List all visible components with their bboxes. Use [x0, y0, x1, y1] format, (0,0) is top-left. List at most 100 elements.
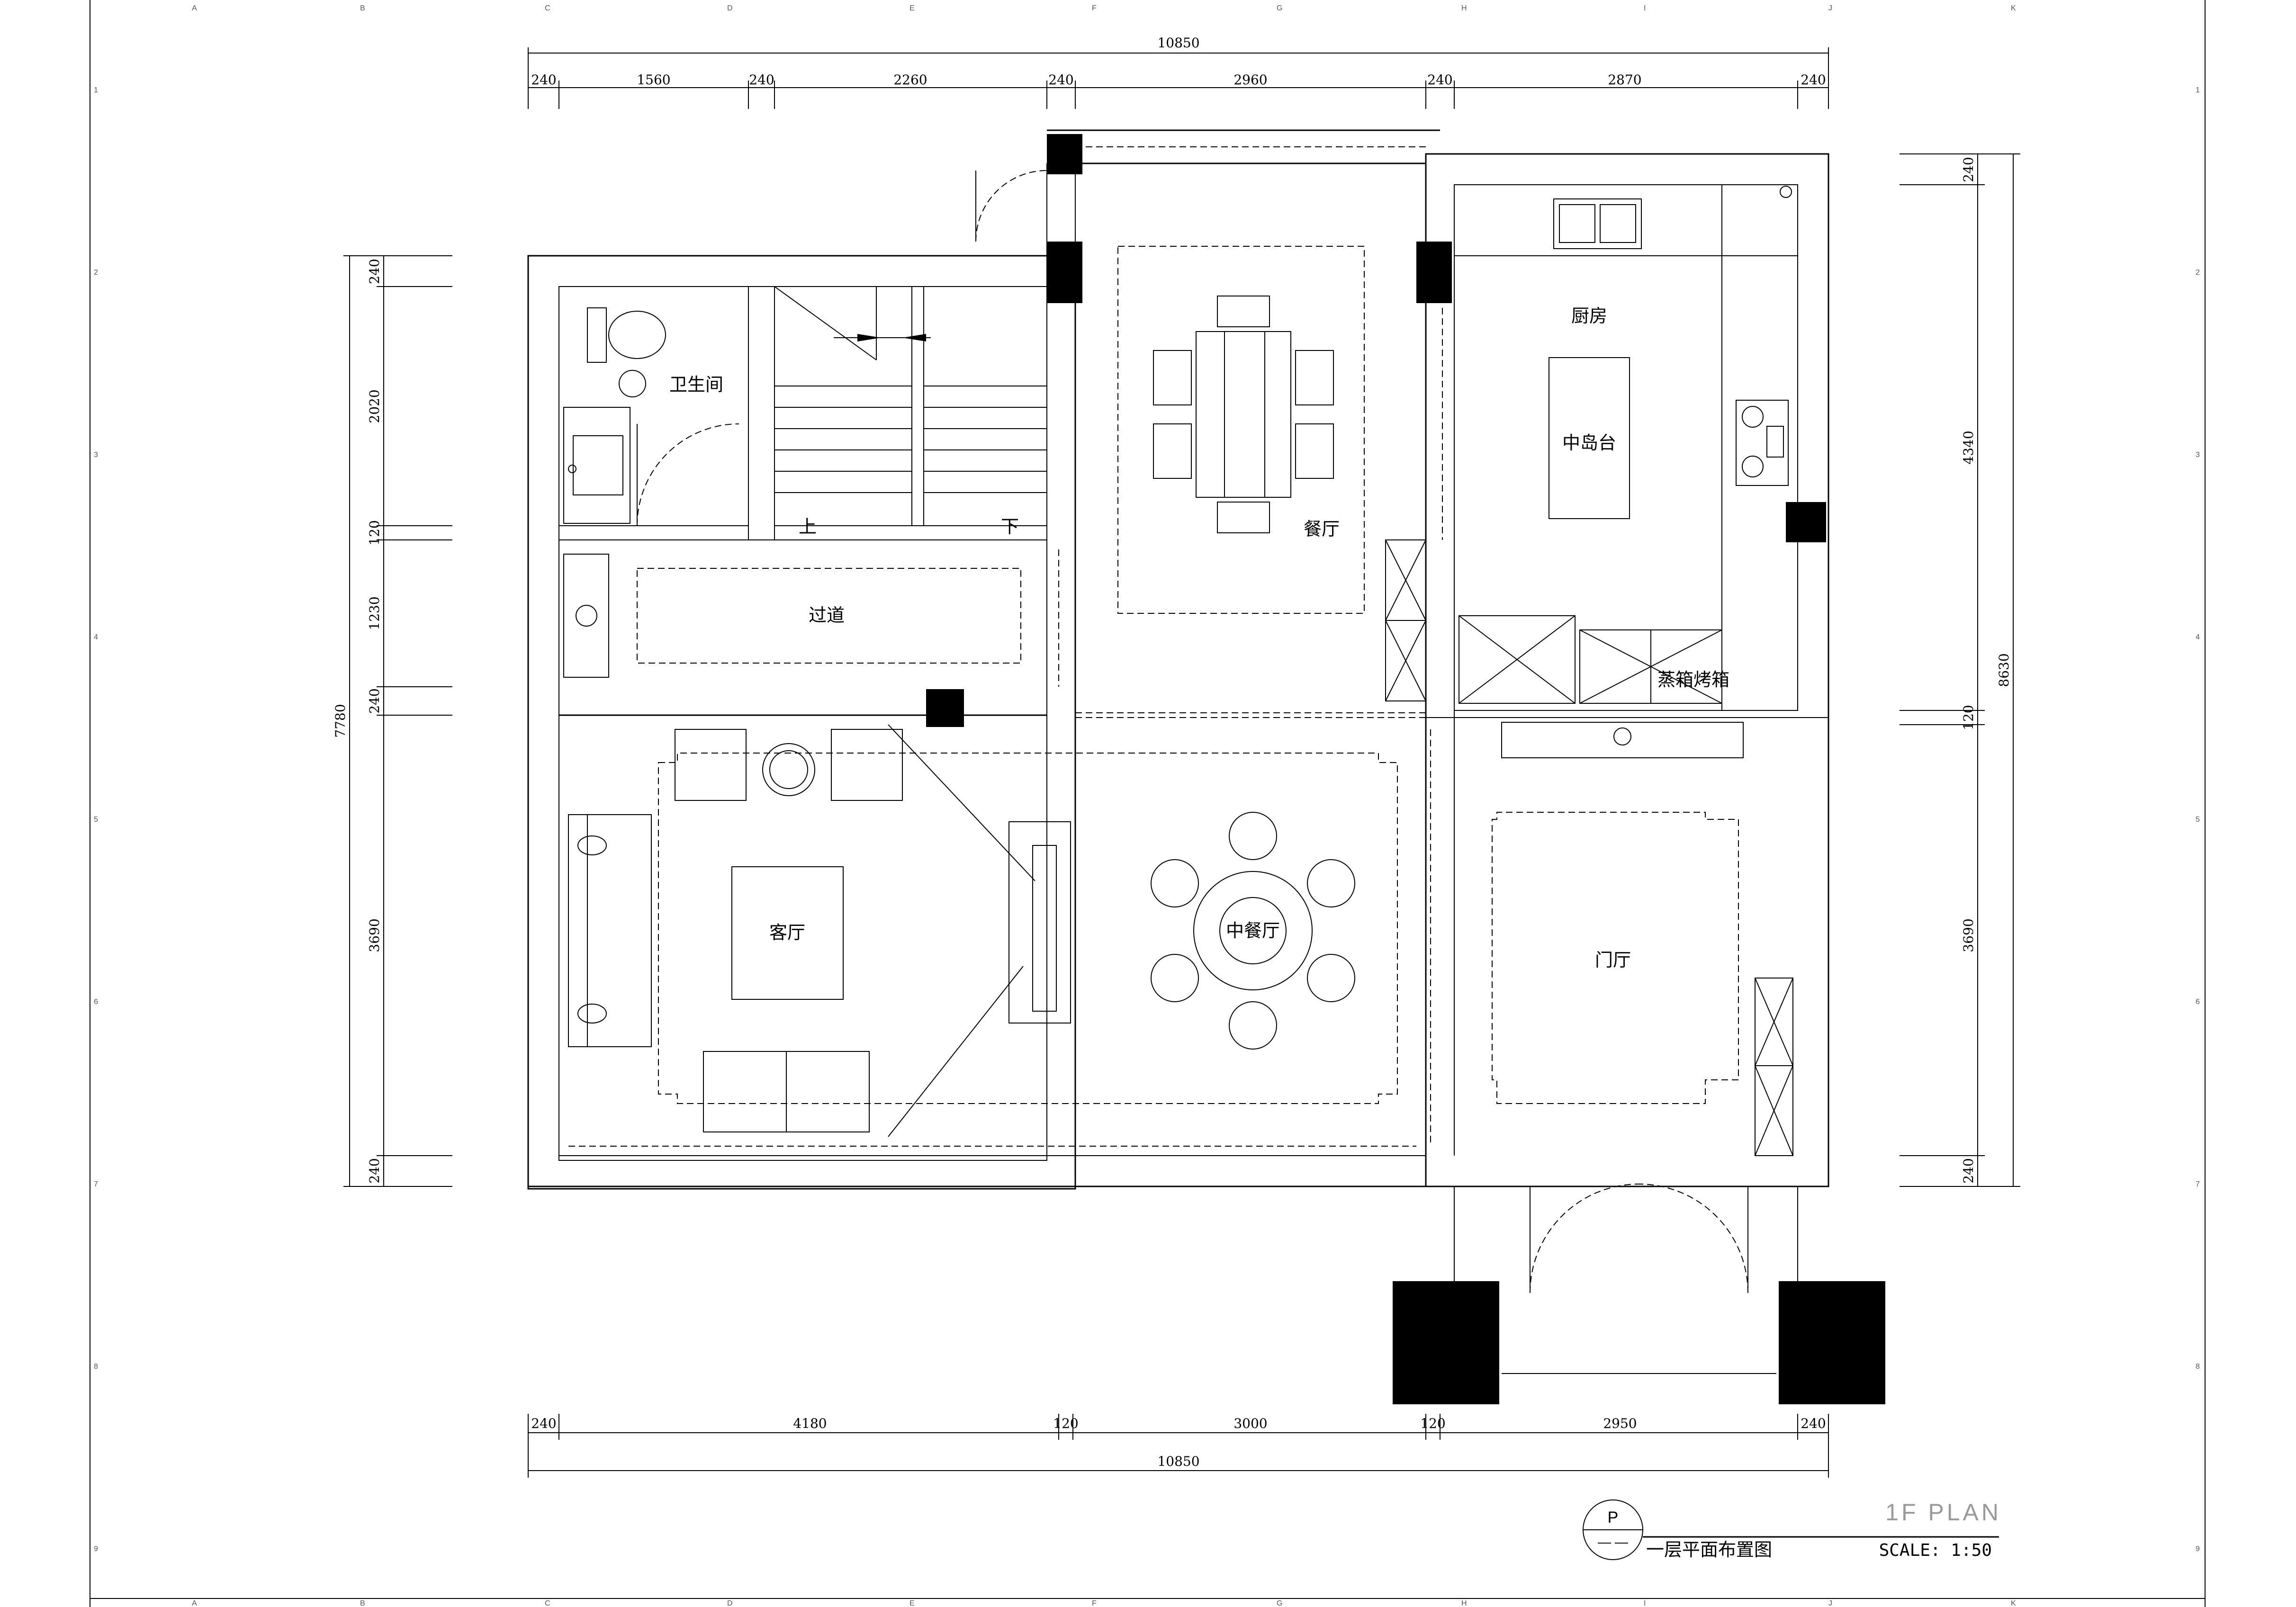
- dim-left: 1230: [367, 596, 382, 630]
- dim-bottom: 120: [1420, 1416, 1445, 1431]
- steam-oven-label: 蒸箱烤箱: [1657, 669, 1729, 690]
- dining-label: 餐厅: [1304, 519, 1340, 539]
- symbol-letter: P: [1608, 1508, 1619, 1526]
- grid-row-labels-right: 1 2 3 4 5 6 7 8 9: [2196, 86, 2200, 1553]
- grid-col-label: D: [727, 4, 733, 12]
- right-dimension-chain: 240 4340 120 3690 240 8630: [1900, 153, 2020, 1187]
- foyer-rug: [1492, 812, 1739, 1104]
- toilet-bowl: [608, 311, 666, 359]
- column-block: [1047, 242, 1082, 303]
- sheet-frame: [90, 0, 2206, 1607]
- column-block: [1779, 1281, 1885, 1404]
- column-block: [1047, 134, 1082, 174]
- title-chinese: 一层平面布置图: [1646, 1539, 1772, 1560]
- grid-row-label: 5: [2196, 816, 2200, 824]
- dim-left: 240: [367, 688, 382, 713]
- bathroom-fixtures: [563, 307, 666, 524]
- grid-row-label: 1: [94, 86, 98, 94]
- stair-arrow-icon: [857, 334, 881, 341]
- side-table: [762, 743, 815, 796]
- dim-right: 120: [1961, 705, 1976, 730]
- chair: [1307, 954, 1355, 1002]
- living-room: 客厅: [568, 724, 1398, 1137]
- staircase: 上 下: [774, 286, 1047, 537]
- grid-row-label: 7: [94, 1180, 98, 1188]
- dim-bottom: 240: [531, 1416, 556, 1431]
- left-dimension-chain: 240 2020 120 1230 240 3690 240 7780: [333, 255, 452, 1187]
- bottom-dimension-chain: 240 4180 120 3000 120 2950 240 10850: [528, 1414, 1829, 1478]
- grid-col-label: G: [1277, 1599, 1282, 1607]
- grid-col-label: K: [2011, 4, 2016, 12]
- dim-right: 4340: [1961, 431, 1976, 464]
- dining-table: [1196, 331, 1291, 498]
- grid-row-label: 1: [2196, 86, 2200, 94]
- chair: [1151, 859, 1199, 907]
- title-english: 1F PLAN: [1885, 1499, 2001, 1526]
- stair-arrow-icon: [902, 334, 926, 341]
- doors: [637, 170, 1748, 1293]
- grid-col-label: K: [2011, 1599, 2016, 1607]
- vanity: [563, 407, 630, 524]
- grid-col-label: A: [192, 4, 197, 12]
- scale-label: SCALE: 1:50: [1879, 1541, 1992, 1560]
- dim-top: 2260: [893, 72, 927, 88]
- shoe-cabinet: [1755, 978, 1793, 1156]
- structural-columns: [926, 134, 1885, 1404]
- symbol-mark: — —: [1598, 1535, 1628, 1549]
- grid-col-label: H: [1461, 1599, 1467, 1607]
- kitchen-island: [1549, 357, 1630, 519]
- grid-row-labels-left: 1 2 3 4 5 6 7 8 9: [94, 86, 98, 1553]
- dim-top: 240: [1801, 72, 1826, 88]
- tv-cabinet: [1008, 821, 1071, 1023]
- dim-top: 240: [531, 72, 556, 88]
- grid-row-label: 7: [2196, 1180, 2200, 1188]
- dim-left: 240: [367, 259, 382, 284]
- round-table: [1193, 871, 1313, 990]
- foyer-label: 门厅: [1595, 950, 1631, 970]
- corridor: 过道: [563, 554, 1021, 678]
- corridor-rug: [637, 568, 1021, 664]
- grid-col-label: D: [727, 1599, 733, 1607]
- grid-col-label: C: [545, 4, 550, 12]
- dim-right: 240: [1961, 1158, 1976, 1183]
- dim-left: 2020: [367, 389, 382, 423]
- grid-col-label: F: [1092, 4, 1097, 12]
- tall-cabinet: [1459, 615, 1576, 704]
- dining-chair: [1295, 350, 1334, 405]
- grid-col-label: B: [360, 1599, 365, 1607]
- grid-row-label: 6: [94, 998, 98, 1006]
- grid-col-label: G: [1277, 4, 1282, 12]
- grid-row-label: 2: [94, 269, 98, 277]
- sink: [1553, 198, 1642, 249]
- column-block: [1393, 1281, 1499, 1404]
- dim-top: 2960: [1234, 72, 1267, 88]
- bathroom-label: 卫生间: [669, 374, 723, 395]
- kitchen-counter-side: [1721, 184, 1798, 711]
- armchair: [675, 729, 747, 801]
- chinese-dining-label: 中餐厅: [1226, 920, 1280, 941]
- chair: [1229, 812, 1277, 860]
- column-block: [926, 689, 964, 727]
- dining-chair: [1295, 423, 1334, 479]
- kitchen-label: 厨房: [1571, 305, 1607, 326]
- column-block: [1416, 242, 1452, 303]
- title-block: P — — 1F PLAN 一层平面布置图 SCALE: 1:50: [1583, 1499, 2001, 1560]
- column-block: [1786, 502, 1826, 542]
- toilet-tank: [587, 307, 607, 363]
- stair-up-label: 上: [799, 516, 817, 537]
- grid-col-label: I: [1644, 1599, 1646, 1607]
- dim-left-total: 7780: [333, 704, 348, 737]
- dim-top: 240: [1048, 72, 1073, 88]
- grid-row-label: 6: [2196, 998, 2200, 1006]
- walls: [527, 129, 1829, 1374]
- grid-col-label: B: [360, 4, 365, 12]
- dim-bottom: 120: [1053, 1416, 1078, 1431]
- grid-column-labels-bottom: A B C D E F G H I J K: [192, 1599, 2016, 1607]
- grid-col-label: E: [909, 4, 915, 12]
- grid-column-labels-top: A B C D E F G H I J K: [192, 4, 2016, 12]
- dim-left: 3690: [367, 918, 382, 952]
- dining-chair: [1217, 296, 1270, 327]
- cooktop: [1736, 400, 1789, 486]
- floor-drain: [619, 370, 646, 397]
